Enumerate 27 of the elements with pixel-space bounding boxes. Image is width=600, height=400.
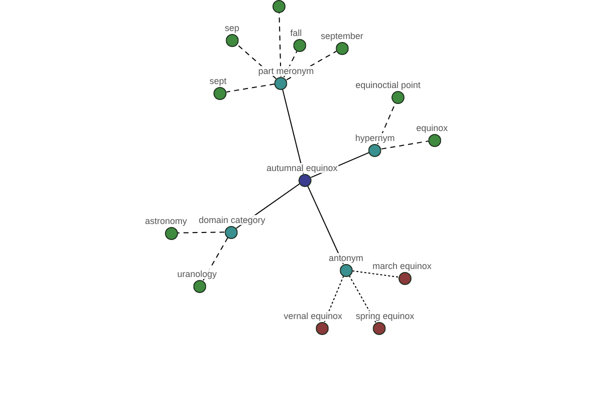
node-label: fall [289,28,303,38]
node-label: sept [208,76,228,86]
node-label: spring equinox [354,311,416,321]
node-label: autumnal equinox [265,163,339,173]
node-label: vernal equinox [282,311,344,321]
connector-line [307,185,344,265]
node-label: march equinox [371,261,433,271]
node-label: hypernym [354,133,396,143]
connector-line [352,270,400,278]
node-label: domain category [198,215,266,225]
connector-line [236,44,277,80]
connector-line [380,140,430,150]
connector-line [283,50,298,78]
node-label: equinox [415,123,449,133]
node-label: antonym [328,253,364,263]
node-label: astronomy [144,216,188,226]
connector-line [278,12,282,77]
node-label: september [320,31,364,41]
connector-line [226,84,276,92]
connector-line [324,276,344,322]
node-label: part meronym [257,66,315,76]
node-label: equinoctial point [354,80,422,90]
node-label: sep [224,23,240,33]
node-label: uranology [176,269,218,279]
connector-line [177,232,225,234]
connector-line [282,88,304,174]
connector-line [348,275,376,323]
